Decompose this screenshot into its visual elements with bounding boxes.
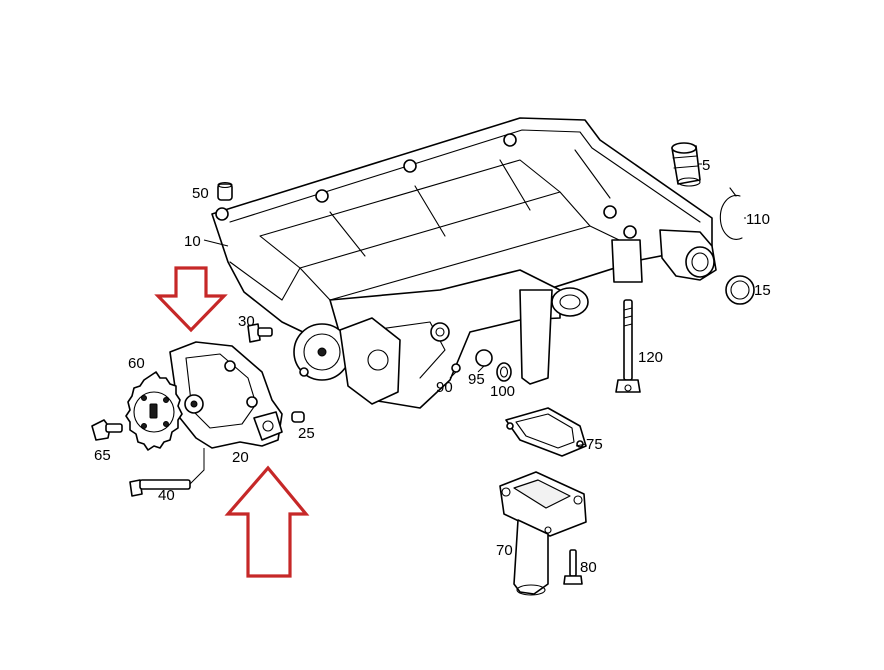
callout-100: 100: [490, 383, 515, 400]
callout-60: 60: [128, 355, 145, 372]
pipe-connector-part-5: [671, 142, 701, 187]
cap-part-95: [475, 349, 493, 367]
bolt-part-30: [247, 323, 273, 343]
sprocket-part-60: [125, 371, 183, 451]
dowel-part-25: [291, 411, 305, 423]
callout-80: 80: [580, 559, 597, 576]
oil-pump-part-20: [169, 341, 283, 449]
callout-labels: 5 10 15 20 25 30 40 50 60 65 70 75 80 90…: [94, 157, 771, 576]
callout-15: 15: [754, 282, 771, 299]
callout-90: 90: [436, 379, 453, 396]
arrow-up-shape: [224, 465, 310, 578]
callout-70: 70: [496, 542, 513, 559]
sleeve-part-50: [217, 181, 233, 201]
oil-pickup-tube-part-70: [499, 471, 587, 596]
callout-10: 10: [184, 233, 201, 250]
callout-120: 120: [638, 349, 663, 366]
callout-110: 110: [746, 211, 770, 228]
callout-5: 5: [702, 157, 710, 174]
o-ring-part-100: [496, 362, 512, 382]
gasket-part-75: [505, 407, 587, 457]
callout-30: 30: [238, 313, 255, 330]
plug-part-90: [451, 363, 461, 373]
drive-gear-assembly: [293, 317, 401, 405]
snap-ring-part-110: [719, 187, 743, 240]
bolt-part-80: [563, 549, 583, 585]
leader-lines: [203, 163, 746, 447]
bolt-part-120: [615, 299, 641, 393]
bolt-part-40: [129, 448, 205, 497]
callout-25: 25: [298, 425, 315, 442]
highlight-arrow-down: [154, 266, 228, 333]
highlight-arrow-up: [224, 465, 310, 578]
callout-40: 40: [158, 487, 175, 504]
callout-50: 50: [192, 185, 209, 202]
seal-ring-part-15: [725, 275, 755, 305]
callout-75: 75: [586, 436, 603, 453]
arrow-down-shape: [154, 266, 228, 333]
callout-65: 65: [94, 447, 111, 464]
bolt-part-65: [91, 419, 123, 441]
callout-20: 20: [232, 449, 249, 466]
callout-95: 95: [468, 371, 485, 388]
